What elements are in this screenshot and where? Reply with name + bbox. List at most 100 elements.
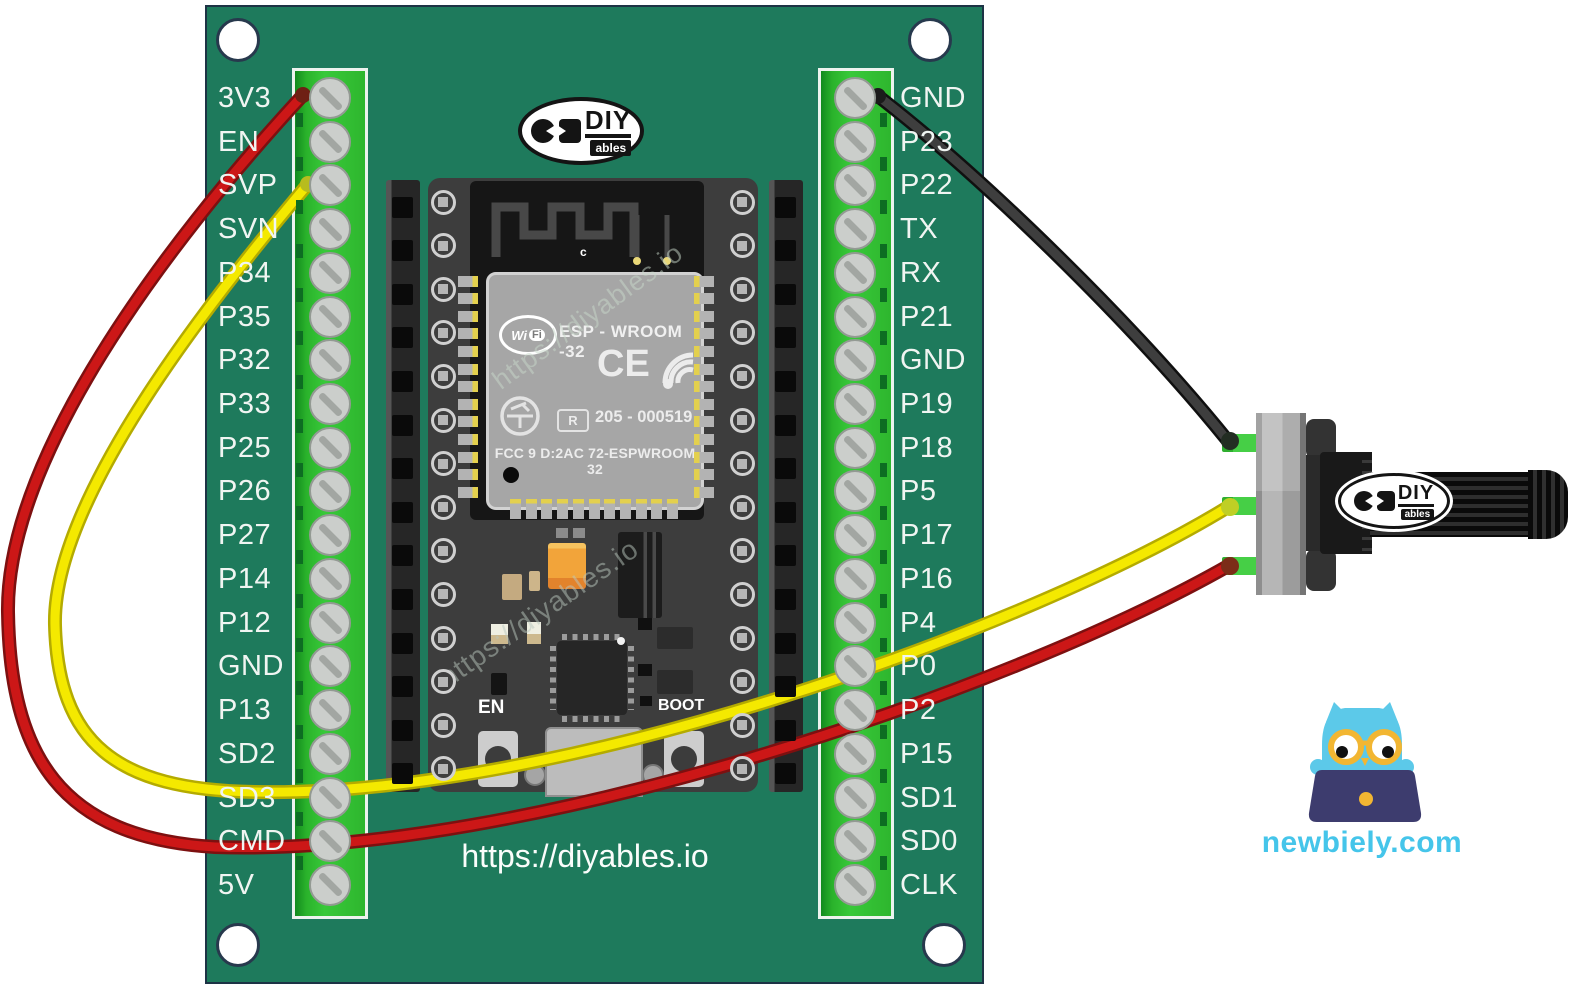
module-pad xyxy=(694,345,714,357)
wifi-logo-fi: Fi xyxy=(529,329,545,341)
module-pad xyxy=(458,328,478,340)
module-pad xyxy=(667,499,678,519)
terminal-screw xyxy=(834,689,876,732)
module-pad xyxy=(572,499,584,519)
header-socket xyxy=(391,327,413,349)
diyables-logo-icon xyxy=(530,119,555,143)
espressif-swirl-icon xyxy=(662,352,694,389)
terminal-screw xyxy=(309,776,351,819)
header-socket xyxy=(774,719,796,741)
terminal-screw xyxy=(834,164,876,207)
screw-slot xyxy=(317,216,343,242)
qfn-pins xyxy=(562,716,622,722)
chip-dot xyxy=(617,637,625,645)
terminal-screw xyxy=(834,120,876,163)
devboard-pin-hole xyxy=(729,712,755,738)
terminal-screw xyxy=(834,470,876,513)
screw-slot xyxy=(842,435,868,461)
pin-label-left-cmd: CMD xyxy=(218,825,286,858)
screw-slot xyxy=(842,347,868,374)
led xyxy=(527,622,541,644)
terminal-notch xyxy=(296,768,303,783)
pin-label-left-p14: P14 xyxy=(218,562,272,595)
terminal-notch xyxy=(296,331,303,346)
header-socket xyxy=(774,458,796,480)
board-url: https://diyables.io xyxy=(461,838,709,874)
devboard-pin-hole xyxy=(729,625,755,651)
terminal-notch xyxy=(880,375,887,390)
module-pad xyxy=(458,433,478,445)
module-pad xyxy=(694,310,714,322)
cert-number: 205 - 000519 xyxy=(595,408,693,426)
terminal-notch xyxy=(880,287,887,302)
terminal-notch xyxy=(880,244,887,259)
rf-shield: Wi Fi ESP - WROOM -32 CE R 205 - 000519 … xyxy=(486,272,704,510)
terminal-notch xyxy=(880,856,887,871)
screw-slot xyxy=(842,566,868,592)
newbiely-site-text: newbiely.com xyxy=(1261,826,1463,859)
pin-label-left-p12: P12 xyxy=(218,606,272,639)
terminal-screw xyxy=(309,645,351,688)
pin-label-right-p19: P19 xyxy=(900,388,954,421)
screw-slot xyxy=(317,522,343,548)
screw-slot xyxy=(317,478,343,505)
module-pad xyxy=(588,499,600,519)
sot23-part xyxy=(657,670,693,694)
devboard-pin-hole xyxy=(729,494,755,520)
terminal-notch xyxy=(296,375,303,390)
module-pad xyxy=(525,499,537,519)
header-socket xyxy=(774,240,796,262)
voltage-regulator xyxy=(548,543,586,589)
module-pad xyxy=(694,398,714,410)
pin-label-right-p5: P5 xyxy=(900,475,937,508)
header-socket xyxy=(774,370,796,392)
pin-label-right-sd1: SD1 xyxy=(900,781,958,814)
terminal-screw xyxy=(309,601,351,644)
module-pad xyxy=(651,499,663,519)
header-socket xyxy=(391,240,413,262)
pin-label-left-p13: P13 xyxy=(218,694,272,727)
screw-slot xyxy=(842,128,868,155)
wire-yellow xyxy=(47,176,1239,800)
pin-label-left-p32: P32 xyxy=(218,344,272,377)
devboard-pin-hole xyxy=(729,320,755,346)
terminal-notch xyxy=(296,112,303,127)
module-pad xyxy=(694,363,714,375)
terminal-notch xyxy=(296,550,303,565)
owl-icon xyxy=(1308,702,1422,822)
module-pad xyxy=(694,293,714,305)
terminal-notch xyxy=(880,593,887,608)
pin-label-right-p23: P23 xyxy=(900,125,954,158)
terminal-notch xyxy=(880,506,887,521)
screw-slot xyxy=(317,85,343,111)
pin-label-left-sd3: SD3 xyxy=(218,781,276,814)
header-socket xyxy=(774,545,796,567)
terminal-screw xyxy=(309,426,351,469)
pin-label-left-en: EN xyxy=(218,125,260,158)
antenna-label: c xyxy=(580,245,587,259)
pin-label-left-p35: P35 xyxy=(218,300,272,333)
boot-button-label: BOOT xyxy=(658,697,705,714)
terminal-notch xyxy=(880,550,887,565)
header-socket xyxy=(774,327,796,349)
mounting-hole xyxy=(216,923,260,967)
header-socket xyxy=(391,196,413,218)
screw-slot xyxy=(317,609,343,636)
devboard-pin-hole xyxy=(729,451,755,477)
terminal-screw xyxy=(834,601,876,644)
module-pad xyxy=(458,310,478,322)
screw-slot xyxy=(842,828,868,854)
module-pad xyxy=(458,416,478,428)
esp32-chip xyxy=(557,641,627,715)
resistor xyxy=(556,528,568,538)
header-socket xyxy=(391,458,413,480)
devboard-pin-hole xyxy=(729,407,755,433)
header-socket xyxy=(391,763,413,785)
pin-label-left-3v3: 3V3 xyxy=(218,82,272,114)
terminal-notch xyxy=(880,418,887,433)
pot-logo-icon xyxy=(1376,491,1395,511)
screw-slot xyxy=(317,303,343,330)
cert-circle-icon xyxy=(500,396,540,436)
module-pad xyxy=(557,499,569,519)
